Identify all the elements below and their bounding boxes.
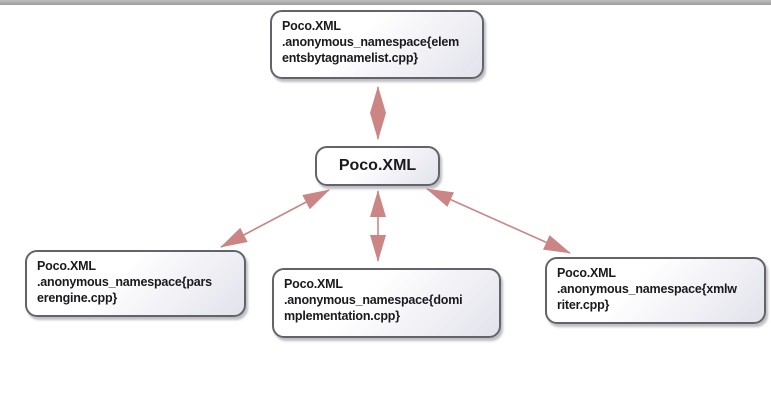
top-divider-bar	[0, 0, 771, 5]
node-poco-xml[interactable]: Poco.XML	[315, 146, 440, 186]
edge-center-xmlwriter	[426, 188, 571, 254]
node-parserengine-label: Poco.XML .anonymous_namespace{pars ereng…	[37, 259, 212, 305]
node-elementsbytagnamelist-label: Poco.XML .anonymous_namespace{elem entsb…	[282, 19, 460, 65]
node-domimplementation-label: Poco.XML .anonymous_namespace{domi mplem…	[284, 277, 463, 323]
node-parserengine[interactable]: Poco.XML .anonymous_namespace{pars ereng…	[25, 250, 246, 317]
edge-center-parserengine	[220, 189, 330, 248]
node-poco-xml-label: Poco.XML	[338, 157, 417, 174]
node-elementsbytagnamelist[interactable]: Poco.XML .anonymous_namespace{elem entsb…	[270, 10, 484, 79]
node-xmlwriter[interactable]: Poco.XML .anonymous_namespace{xmlw riter…	[545, 257, 766, 324]
node-domimplementation[interactable]: Poco.XML .anonymous_namespace{domi mplem…	[272, 268, 501, 338]
node-xmlwriter-label: Poco.XML .anonymous_namespace{xmlw riter…	[557, 266, 737, 312]
